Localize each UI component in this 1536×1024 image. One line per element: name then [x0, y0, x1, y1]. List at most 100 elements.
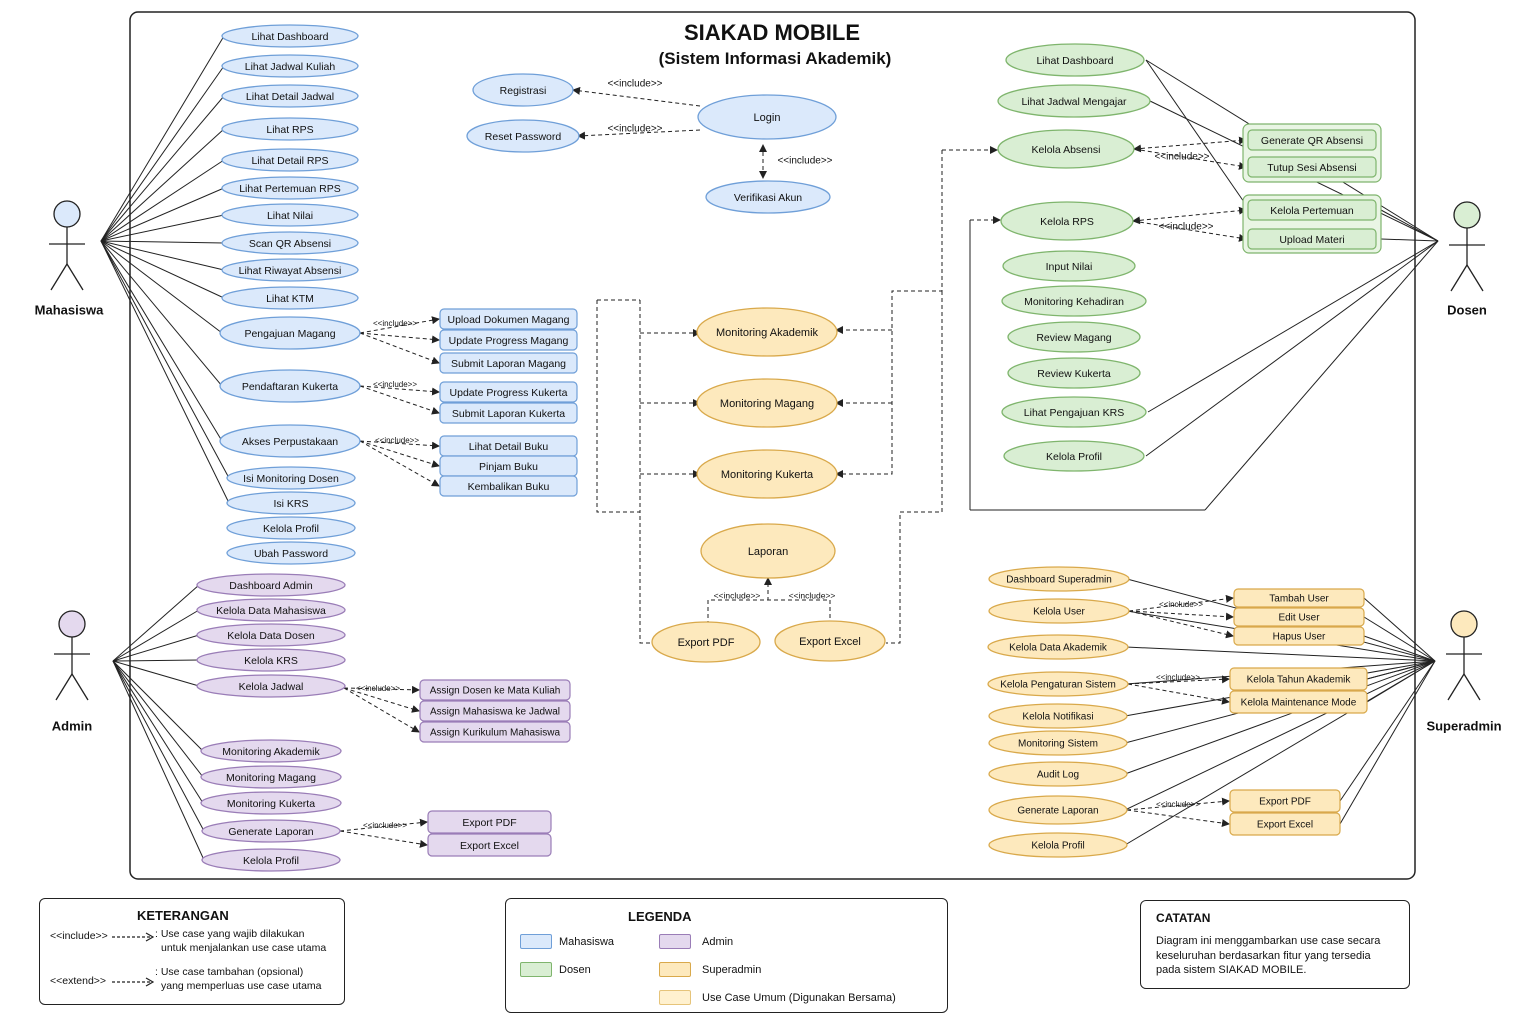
association-line-mahasiswa [100, 159, 225, 242]
actor-right-leg [66, 263, 84, 291]
use-case-mahasiswa-lihat-jadwal-kuliah[interactable]: Lihat Jadwal Kuliah [221, 54, 359, 78]
sub-use-case-mahasiswa-update-progress-kukerta[interactable]: Update Progress Kukerta [439, 381, 578, 403]
use-case-mahasiswa-akses-perpustakaan[interactable]: Akses Perpustakaan [219, 424, 361, 458]
use-case-mahasiswa-lihat-ktm[interactable]: Lihat KTM [221, 286, 359, 310]
use-case-mahasiswa-kelola-profil[interactable]: Kelola Profil [226, 516, 356, 540]
sub-use-case-admin-export-excel[interactable]: Export Excel [427, 833, 552, 857]
use-case-admin-kelola-data-mahasiswa[interactable]: Kelola Data Mahasiswa [196, 598, 346, 622]
use-case-shared-monitoring-magang[interactable]: Monitoring Magang [696, 378, 838, 428]
use-case-admin-kelola-krs[interactable]: Kelola KRS [196, 648, 346, 672]
sub-use-case-shape [439, 475, 578, 497]
use-case-dosen-kelola-profil[interactable]: Kelola Profil [1003, 440, 1145, 472]
use-case-label: Kelola Pengaturan Sistem [1000, 680, 1116, 691]
actor-admin[interactable]: Admin [52, 610, 93, 733]
use-case-mahasiswa-lihat-detail-rps[interactable]: Lihat Detail RPS [221, 148, 359, 172]
use-case-mahasiswa-ubah-password[interactable]: Ubah Password [226, 541, 356, 565]
use-case-shared-monitoring-akademik[interactable]: Monitoring Akademik [696, 307, 838, 357]
sub-use-case-superadmin-export-excel[interactable]: Export Excel [1229, 812, 1341, 836]
sub-use-case-superadmin-kelola-maintenance-mode[interactable]: Kelola Maintenance Mode [1229, 690, 1368, 714]
use-case-dosen-kelola-rps[interactable]: Kelola RPS [1000, 201, 1134, 241]
actor-superadmin[interactable]: Superadmin [1426, 610, 1502, 733]
use-case-mahasiswa-lihat-dashboard[interactable]: Lihat Dashboard [221, 24, 359, 48]
sub-use-case-dosen-upload-materi[interactable]: Upload Materi [1247, 228, 1377, 250]
sub-use-case-mahasiswa-upload-dokumen-magang[interactable]: Upload Dokumen Magang [439, 308, 578, 330]
use-case-superadmin-monitoring-sistem[interactable]: Monitoring Sistem [988, 730, 1128, 756]
actor-dosen[interactable]: Dosen [1447, 201, 1487, 317]
use-case-admin-generate-laporan[interactable]: Generate Laporan [201, 819, 341, 843]
use-case-dosen-kelola-absensi[interactable]: Kelola Absensi [997, 129, 1135, 169]
sub-use-case-superadmin-kelola-tahun-akademik[interactable]: Kelola Tahun Akademik [1229, 667, 1368, 691]
sub-use-case-mahasiswa-submit-laporan-kukerta[interactable]: Submit Laporan Kukerta [439, 402, 578, 424]
use-case-dosen-monitoring-kehadiran[interactable]: Monitoring Kehadiran [1001, 285, 1147, 317]
use-case-mahasiswa-lihat-nilai[interactable]: Lihat Nilai [221, 203, 359, 227]
actor-mahasiswa[interactable]: Mahasiswa [35, 200, 104, 317]
sub-use-case-label: Tambah User [1269, 594, 1329, 605]
use-case-shape [988, 566, 1130, 592]
use-case-shared-export-excel[interactable]: Export Excel [774, 620, 886, 662]
sub-use-case-dosen-generate-qr-absensi[interactable]: Generate QR Absensi [1247, 129, 1377, 151]
use-case-mahasiswa-pengajuan-magang[interactable]: Pengajuan Magang [219, 316, 361, 350]
sub-use-case-admin-export-pdf[interactable]: Export PDF [427, 810, 552, 834]
sub-use-case-admin-assign-mahasiswa-ke-jadwal[interactable]: Assign Mahasiswa ke Jadwal [419, 700, 571, 722]
use-case-mahasiswa-lihat-riwayat-absensi[interactable]: Lihat Riwayat Absensi [221, 258, 359, 282]
use-case-admin-dashboard-admin[interactable]: Dashboard Admin [196, 573, 346, 597]
sub-use-case-label: Kelola Pertemuan [1270, 205, 1354, 217]
use-case-dosen-lihat-pengajuan-krs[interactable]: Lihat Pengajuan KRS [1001, 396, 1147, 428]
use-case-admin-kelola-profil[interactable]: Kelola Profil [201, 848, 341, 872]
use-case-dosen-review-kukerta[interactable]: Review Kukerta [1007, 357, 1141, 389]
shared-bracket-right-lower [886, 291, 943, 644]
sub-use-case-label: Export Excel [1257, 820, 1313, 831]
sub-use-case-dosen-kelola-pertemuan[interactable]: Kelola Pertemuan [1247, 199, 1377, 221]
include-label: <<include>> [789, 590, 836, 600]
use-case-shared-laporan[interactable]: Laporan [700, 523, 836, 579]
use-case-mahasiswa-lihat-detail-jadwal[interactable]: Lihat Detail Jadwal [221, 84, 359, 108]
use-case-superadmin-kelola-notifikasi[interactable]: Kelola Notifikasi [988, 703, 1128, 729]
sub-use-case-mahasiswa-update-progress-magang[interactable]: Update Progress Magang [439, 329, 578, 351]
use-case-superadmin-dashboard-superadmin[interactable]: Dashboard Superadmin [988, 566, 1130, 592]
use-case-mahasiswa-isi-monitoring-dosen[interactable]: Isi Monitoring Dosen [226, 466, 356, 490]
sub-use-case-superadmin-tambah-user[interactable]: Tambah User [1233, 588, 1365, 608]
use-case-admin-monitoring-magang[interactable]: Monitoring Magang [200, 765, 342, 789]
association-line-admin [112, 659, 200, 662]
use-case-dosen-input-nilai[interactable]: Input Nilai [1002, 250, 1136, 282]
use-case-dosen-lihat-dashboard[interactable]: Lihat Dashboard [1005, 43, 1145, 77]
use-case-superadmin-audit-log[interactable]: Audit Log [988, 761, 1128, 787]
use-case-shared-export-pdf[interactable]: Export PDF [651, 621, 761, 663]
use-case-admin-monitoring-kukerta[interactable]: Monitoring Kukerta [200, 791, 342, 815]
use-case-dosen-lihat-jadwal-mengajar[interactable]: Lihat Jadwal Mengajar [997, 84, 1151, 118]
use-case-dosen-review-magang[interactable]: Review Magang [1007, 321, 1141, 353]
sub-use-case-superadmin-hapus-user[interactable]: Hapus User [1233, 626, 1365, 646]
use-case-mahasiswa-isi-krs[interactable]: Isi KRS [226, 491, 356, 515]
use-case-mahasiswa-pendaftaran-kukerta[interactable]: Pendaftaran Kukerta [219, 369, 361, 403]
use-case-shape [226, 541, 356, 565]
sub-use-case-mahasiswa-submit-laporan-magang[interactable]: Submit Laporan Magang [439, 352, 578, 374]
sub-use-case-dosen-tutup-sesi-absensi[interactable]: Tutup Sesi Absensi [1247, 156, 1377, 178]
use-case-admin-monitoring-akademik[interactable]: Monitoring Akademik [200, 739, 342, 763]
sub-use-case-mahasiswa-lihat-detail-buku[interactable]: Lihat Detail Buku [439, 435, 578, 457]
use-case-admin-kelola-jadwal[interactable]: Kelola Jadwal [196, 674, 346, 698]
use-case-label: Isi KRS [273, 498, 308, 510]
use-case-admin-kelola-data-dosen[interactable]: Kelola Data Dosen [196, 623, 346, 647]
use-case-superadmin-kelola-profil[interactable]: Kelola Profil [988, 832, 1128, 858]
use-case-shape [997, 84, 1151, 118]
use-case-mahasiswa-lihat-rps[interactable]: Lihat RPS [221, 117, 359, 141]
sub-use-case-mahasiswa-kembalikan-buku[interactable]: Kembalikan Buku [439, 475, 578, 497]
use-case-auth-verifikasi-akun[interactable]: Verifikasi Akun [705, 180, 831, 214]
sub-use-case-admin-assign-kurikulum-mahasiswa[interactable]: Assign Kurikulum Mahasiswa [419, 721, 571, 743]
actor-left-leg [1450, 264, 1468, 292]
use-case-shape [200, 791, 342, 815]
sub-use-case-admin-assign-dosen-ke-mata-kuliah[interactable]: Assign Dosen ke Mata Kuliah [419, 679, 571, 701]
use-case-superadmin-kelola-user[interactable]: Kelola User [988, 598, 1130, 624]
use-case-auth-login[interactable]: Login [697, 94, 837, 140]
use-case-superadmin-kelola-pengaturan-sistem[interactable]: Kelola Pengaturan Sistem [987, 671, 1129, 697]
use-case-superadmin-generate-laporan[interactable]: Generate Laporan [988, 795, 1128, 825]
use-case-superadmin-kelola-data-akademik[interactable]: Kelola Data Akademik [987, 634, 1129, 660]
use-case-mahasiswa-scan-qr-absensi[interactable]: Scan QR Absensi [221, 231, 359, 255]
sub-use-case-superadmin-edit-user[interactable]: Edit User [1233, 607, 1365, 627]
sub-use-case-superadmin-export-pdf[interactable]: Export PDF [1229, 789, 1341, 813]
use-case-auth-reset-password[interactable]: Reset Password [466, 119, 580, 153]
use-case-mahasiswa-lihat-pertemuan-rps[interactable]: Lihat Pertemuan RPS [221, 176, 359, 200]
use-case-shared-monitoring-kukerta[interactable]: Monitoring Kukerta [696, 449, 838, 499]
use-case-auth-registrasi[interactable]: Registrasi [472, 73, 574, 107]
sub-use-case-mahasiswa-pinjam-buku[interactable]: Pinjam Buku [439, 455, 578, 477]
